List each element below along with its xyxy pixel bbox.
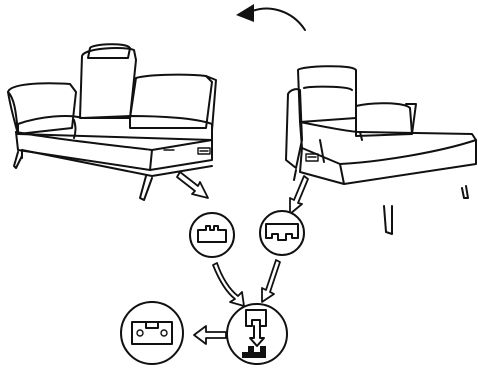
curved-rotate-arrow [236, 4, 306, 31]
bracket-female-connector [259, 210, 305, 256]
bracket-joining-slot [226, 303, 288, 365]
flow-arrow [261, 259, 281, 303]
flow-arrow [193, 325, 227, 345]
sofa-left-section [7, 43, 217, 201]
bracket-locked-connector [120, 301, 184, 365]
chaise-right-section [285, 65, 477, 235]
flow-arrow [212, 262, 245, 307]
bracket-male-connector [189, 212, 235, 258]
